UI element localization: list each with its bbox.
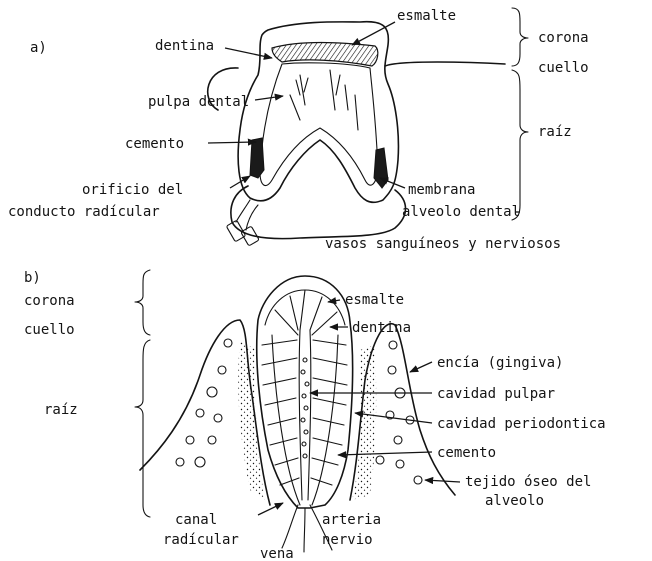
label-pulpa-a: pulpa dental xyxy=(148,94,249,110)
brace-corona-a xyxy=(512,8,528,66)
label-esmalte-a: esmalte xyxy=(397,8,456,24)
leader-cemento-a xyxy=(208,142,256,143)
label-tejido-2-b: alveolo xyxy=(485,493,544,509)
label-membrana-2-a: alveolo dental xyxy=(402,204,520,220)
periodontal-left-b xyxy=(238,340,265,500)
label-esmalte-b: esmalte xyxy=(345,292,404,308)
label-cavidad-periodontica-b: cavidad periodontica xyxy=(437,416,606,432)
enamel-band-a xyxy=(272,43,378,67)
label-dentina-a: dentina xyxy=(155,38,214,54)
leader-pulpa-a xyxy=(255,96,283,100)
bone-cells-left-b xyxy=(176,339,232,467)
label-vena-b: vena xyxy=(260,546,294,561)
alveolus-outline-a xyxy=(231,186,406,239)
label-corona-a: corona xyxy=(538,30,589,46)
label-cemento-a: cemento xyxy=(125,136,184,152)
periodontal-right-b xyxy=(352,345,376,500)
panel-tag-a: a) xyxy=(30,40,47,56)
panel-a: a) esmalte dentina pulpa dental cemento … xyxy=(8,8,589,252)
label-canal-1-b: canal xyxy=(175,512,217,528)
brace-raiz-b xyxy=(135,340,150,517)
vessel-stub-a2 xyxy=(241,226,259,246)
label-cavidad-pulpar-b: cavidad pulpar xyxy=(437,386,555,402)
dentin-stripes-left-b xyxy=(262,340,299,485)
leader-esmalte-b xyxy=(328,300,340,302)
label-cuello-b: cuello xyxy=(24,322,75,338)
label-raiz-b: raíz xyxy=(44,402,78,418)
label-orificio-2-a: conducto radícular xyxy=(8,204,160,220)
label-nervio-b: nervio xyxy=(322,532,373,548)
leader-dentina-a xyxy=(225,48,272,58)
panel-tag-b: b) xyxy=(24,270,41,286)
cementum-right-a xyxy=(374,148,388,188)
label-membrana-1-a: membrana xyxy=(408,182,475,198)
label-canal-2-b: radícular xyxy=(163,532,239,548)
pulp-vessels-a xyxy=(290,70,358,130)
dentin-stripes-right-b xyxy=(311,340,347,485)
label-tejido-1-b: tejido óseo del xyxy=(465,474,591,490)
pulp-outline-a xyxy=(260,63,378,186)
label-encia-b: encía (gingiva) xyxy=(437,355,563,371)
label-dentina-b: dentina xyxy=(352,320,411,336)
label-corona-b: corona xyxy=(24,293,75,309)
label-orificio-1-a: orificio del xyxy=(82,182,183,198)
panel-b: b) corona cuello raíz esmalte dentina en… xyxy=(24,270,606,561)
leader-cemento-b xyxy=(338,452,432,455)
label-arteria-b: arteria xyxy=(322,512,381,528)
brace-corona-b xyxy=(135,270,150,335)
pulp-canal-b xyxy=(299,330,311,500)
leader-encia-b xyxy=(410,362,432,372)
leader-tejido-b xyxy=(425,480,460,482)
cementum-left-a xyxy=(250,138,264,178)
label-vasos-a: vasos sanguíneos y nerviosos xyxy=(325,236,561,252)
label-cemento-b: cemento xyxy=(437,445,496,461)
pulp-cells-b xyxy=(301,358,309,458)
label-raiz-a: raíz xyxy=(538,124,572,140)
enamel-cap-b xyxy=(265,290,345,325)
brace-raiz-a xyxy=(512,70,528,220)
label-cuello-a: cuello xyxy=(538,60,589,76)
